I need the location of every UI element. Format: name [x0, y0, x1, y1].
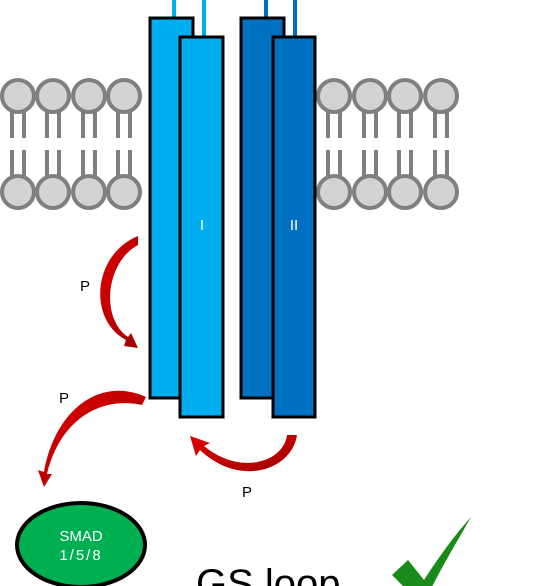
gs-loop-label: GS loop: [196, 562, 341, 586]
phosphorylation-arrow-1: P: [80, 236, 138, 348]
phospho-label-3: P: [242, 484, 252, 501]
checkmark-icon: [392, 517, 471, 586]
receptor-type-1-label: I: [200, 217, 204, 234]
smad-node: SMAD 1/5/8: [15, 501, 147, 586]
phospho-label-1: P: [80, 278, 90, 295]
membrane-left: [0, 78, 142, 210]
phospho-label-2: P: [59, 390, 69, 407]
phosphorylation-arrow-3: P: [190, 435, 297, 501]
smad-subtype-label: 1/5/8: [59, 547, 102, 564]
phosphorylation-arrow-2: P: [38, 390, 146, 487]
receptor-type-2-label: II: [290, 217, 298, 234]
smad-label: SMAD: [59, 528, 103, 545]
receptor-type-2: II: [239, 16, 317, 419]
membrane-right: [316, 78, 459, 210]
ligand-stubs: [172, 0, 297, 38]
receptor-type-1: I: [148, 16, 225, 419]
